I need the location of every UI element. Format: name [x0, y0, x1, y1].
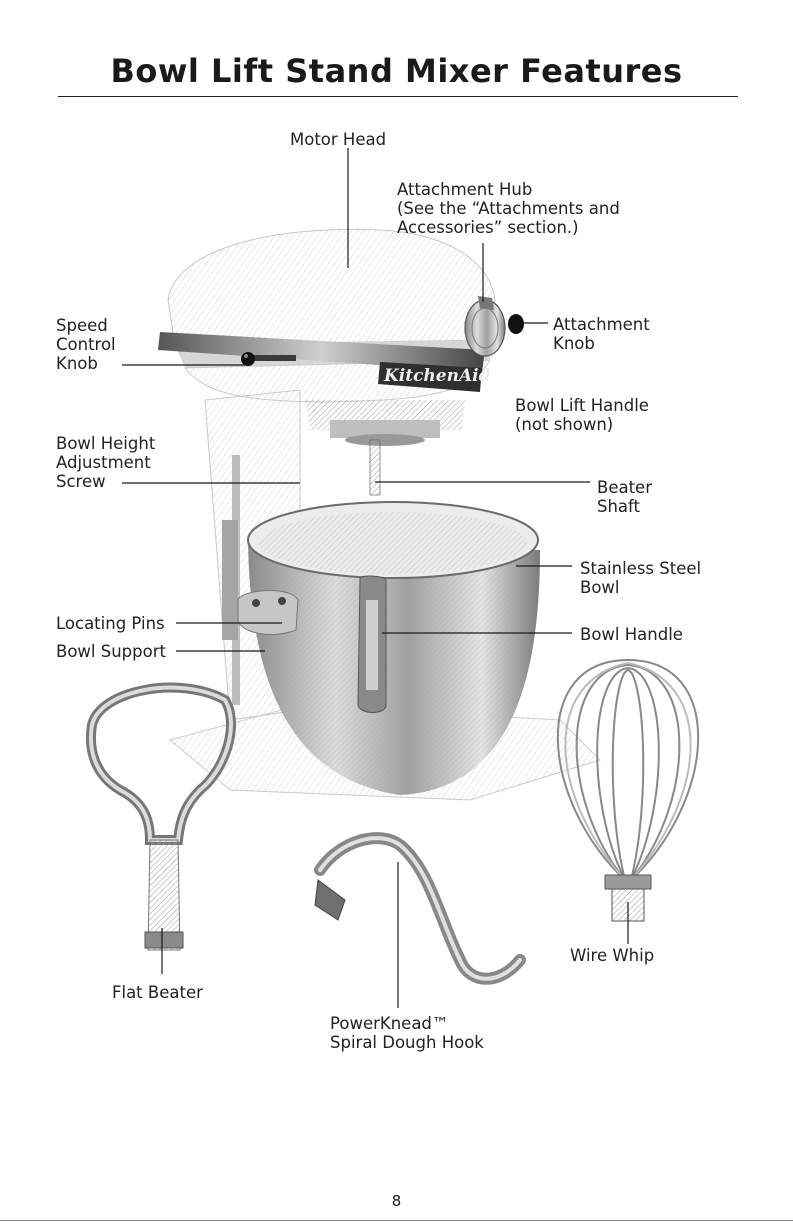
flat-beater	[86, 682, 236, 951]
beater-shaft	[369, 439, 381, 496]
speed-control-knob	[241, 352, 296, 366]
label-beater-shaft: Beater Shaft	[597, 478, 652, 516]
planetary-housing	[305, 400, 465, 446]
label-locating-pins: Locating Pins	[56, 614, 165, 633]
locating-pin	[278, 597, 286, 605]
label-flat-beater: Flat Beater	[112, 983, 203, 1002]
label-bowl-handle: Bowl Handle	[580, 625, 683, 644]
label-attachment-hub: Attachment Hub (See the “Attachments and…	[397, 180, 620, 237]
wire-whip	[556, 658, 700, 881]
label-dough-hook: PowerKnead™ Spiral Dough Hook	[330, 1014, 484, 1052]
label-motor-head: Motor Head	[290, 130, 387, 149]
page-number: 8	[391, 1192, 402, 1210]
page-title: Bowl Lift Stand Mixer Features	[110, 52, 683, 90]
label-bowl-height-adjustment-screw: Bowl Height Adjustment Screw	[56, 434, 156, 491]
leader-lines	[122, 148, 629, 1008]
attachment-knob	[508, 314, 524, 334]
locating-pin	[252, 599, 260, 607]
trim-band: KitchenAid	[158, 332, 491, 392]
attachment-hub	[464, 296, 506, 357]
bowl-support	[237, 590, 299, 636]
label-speed-control-knob: Speed Control Knob	[56, 316, 116, 373]
label-attachment-knob: Attachment Knob	[553, 315, 650, 353]
label-bowl-support: Bowl Support	[56, 642, 166, 661]
bottom-rule	[0, 1220, 793, 1221]
title-rule	[58, 96, 738, 97]
stainless-steel-bowl	[247, 501, 540, 795]
brand-badge: KitchenAid	[383, 366, 491, 386]
bowl-handle	[357, 575, 387, 713]
label-bowl-lift-handle: Bowl Lift Handle (not shown)	[515, 396, 649, 434]
label-wire-whip: Wire Whip	[570, 946, 655, 965]
label-stainless-steel-bowl: Stainless Steel Bowl	[580, 559, 702, 597]
dough-hook	[314, 832, 526, 985]
